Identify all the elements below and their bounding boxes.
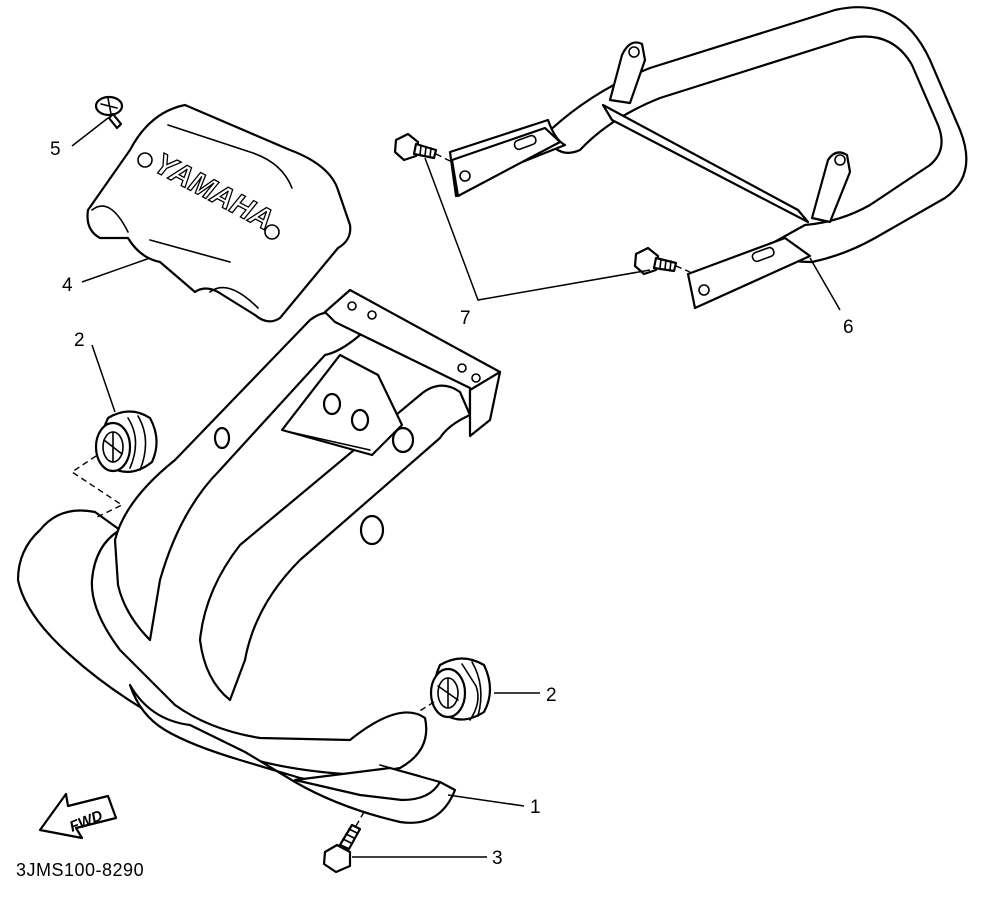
- leader-lines: [71, 117, 841, 858]
- part-7-bolt-upper[interactable]: [393, 132, 438, 162]
- part-3-bolt[interactable]: [322, 823, 362, 874]
- callout-2-upper: 2: [74, 330, 85, 351]
- callout-6: 6: [843, 317, 854, 338]
- part-2-grommet-lower[interactable]: [429, 657, 492, 721]
- callout-5: 5: [50, 139, 61, 160]
- part-5-screw[interactable]: [94, 95, 124, 130]
- callout-7: 7: [460, 308, 471, 329]
- part-7-bolt-lower[interactable]: [633, 246, 678, 276]
- forward-arrow-icon: FWD: [38, 792, 118, 840]
- callout-4: 4: [62, 275, 73, 296]
- part-4-cover[interactable]: YAMAHA: [86, 103, 352, 323]
- part-1-front-guard[interactable]: [16, 288, 502, 824]
- callout-1: 1: [530, 797, 541, 818]
- callout-labels: 1 2 2 3 4 5 6 7: [50, 139, 854, 869]
- drawing-code: 3JMS100-8290: [16, 860, 144, 880]
- callout-3: 3: [492, 848, 503, 869]
- callout-2-lower: 2: [546, 685, 557, 706]
- part-2-grommet-upper[interactable]: [94, 410, 158, 473]
- part-6-grab-bar[interactable]: [448, 6, 968, 310]
